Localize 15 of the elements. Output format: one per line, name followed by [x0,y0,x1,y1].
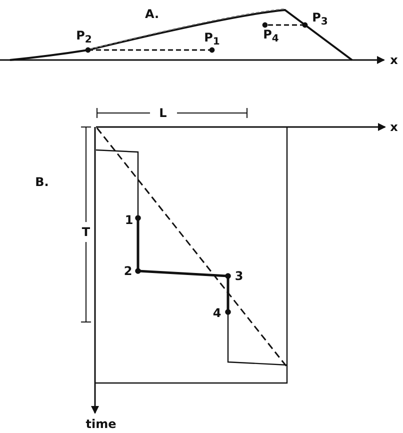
dimension-label: L [159,106,167,120]
panel-label: B. [35,175,49,189]
axis-label: time [86,417,116,431]
point-label: P$_{1}$ [204,30,220,50]
point-label: P$_{2}$ [76,28,92,48]
point-label: 4 [212,306,222,320]
axis-label: x [390,120,398,134]
point-label: 3 [234,269,244,283]
point-label: 1 [124,213,134,227]
point-label: 2 [124,264,132,278]
panel-label: A. [144,7,160,21]
dimension-label: T [82,225,90,239]
point-label: P$_{4}$ [263,27,279,47]
axis-label: x [390,53,398,67]
point-label: P$_{3}$ [312,10,328,30]
